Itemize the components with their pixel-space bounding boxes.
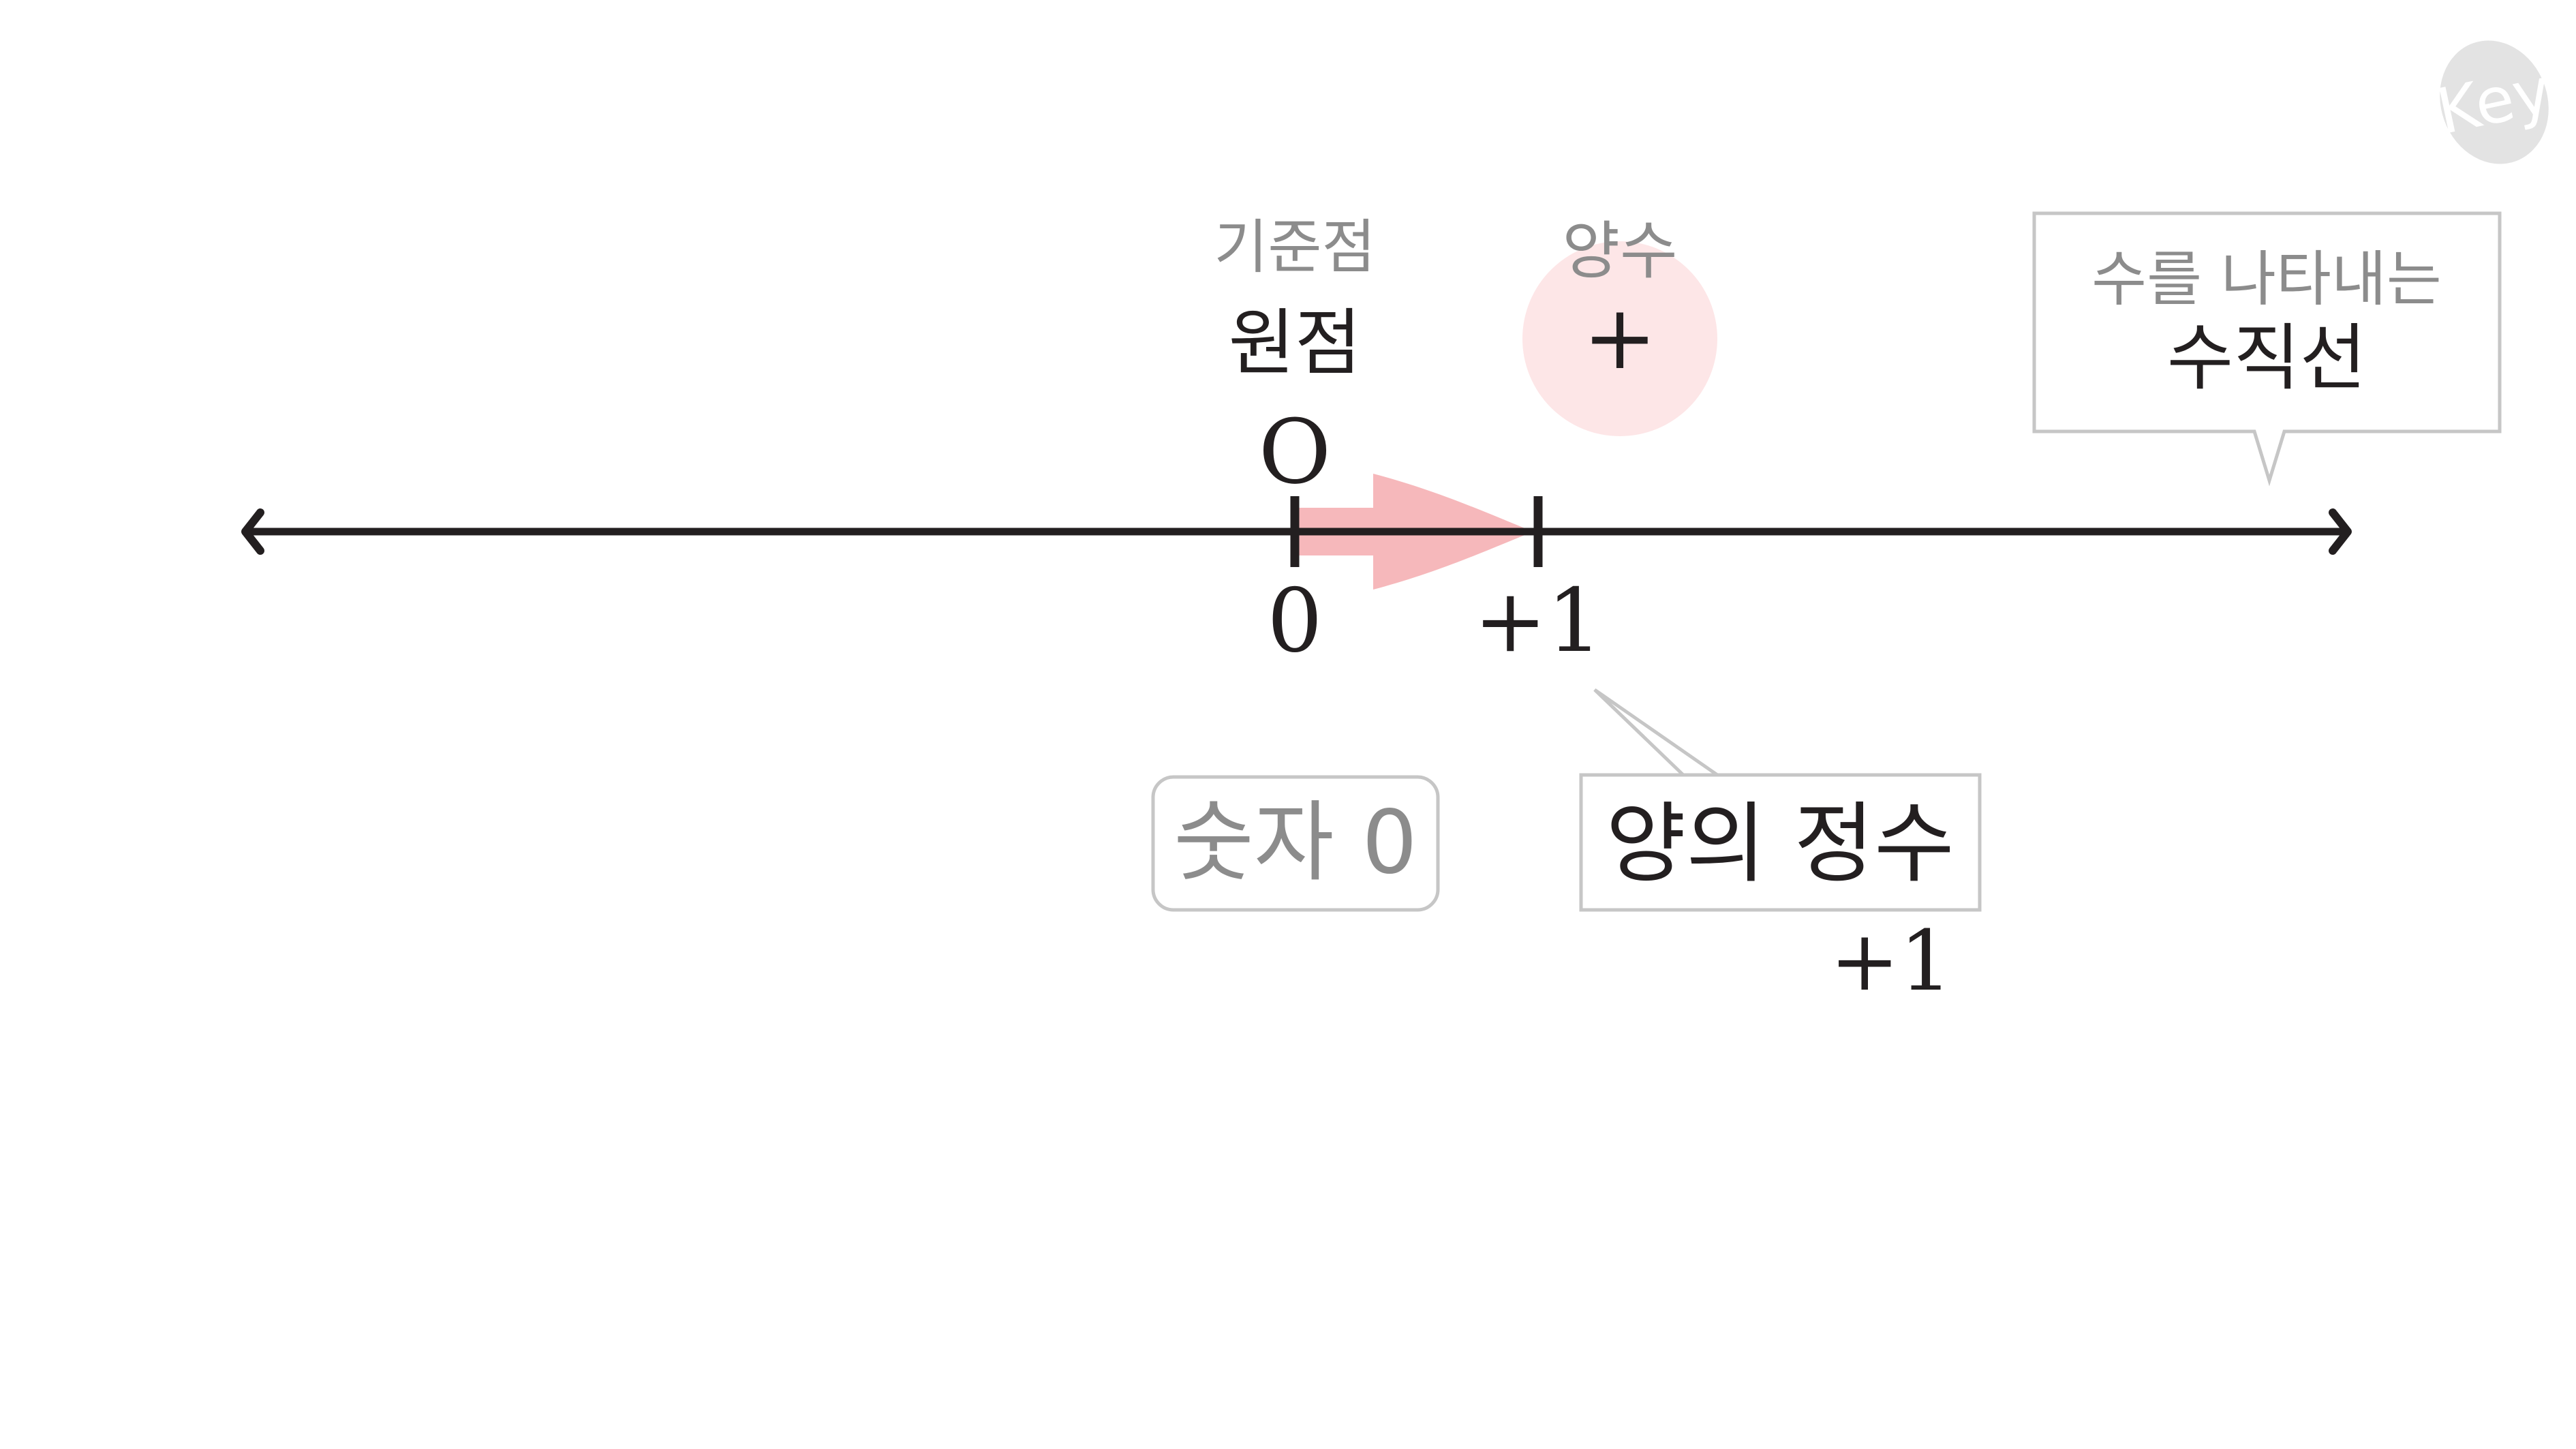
positive-highlight-circle <box>1522 241 1717 436</box>
origin-symbol: O <box>1259 400 1332 504</box>
digit-zero-box-text: 숫자 0 <box>1174 792 1417 894</box>
number-line-callout: 수를 나타내는 수직선 <box>2032 211 2502 487</box>
tick-label-plus-one: +1 <box>1474 570 1603 672</box>
logo-badge <box>2440 40 2549 164</box>
number-line <box>241 496 2352 567</box>
logo: Key <box>2431 40 2557 164</box>
right-arrowhead-icon <box>2329 508 2352 555</box>
callout-title: 수직선 <box>2167 316 2367 400</box>
callout-subtitle: 수를 나타내는 <box>2091 244 2442 314</box>
tick-label-zero: 0 <box>1267 570 1322 672</box>
digit-zero-box: 숫자 0 <box>1151 775 1440 912</box>
positive-integer-value: +1 <box>1830 913 1952 1009</box>
positive-caption: 양수 <box>1562 215 1677 288</box>
digit-zero-box-frame <box>1151 775 1440 912</box>
number-line-callout-bubble <box>2032 211 2502 487</box>
positive-sign: + <box>1583 286 1657 389</box>
positive-integer-title: 양의 정수 <box>1606 793 1954 895</box>
origin-caption: 기준점 <box>1214 213 1375 281</box>
positive-integer-callout: 양의 정수 +1 <box>1579 688 1982 1009</box>
left-arrowhead-icon <box>241 508 264 555</box>
origin-title: 원점 <box>1228 301 1361 385</box>
positive-integer-callout-bubble <box>1579 688 1982 912</box>
